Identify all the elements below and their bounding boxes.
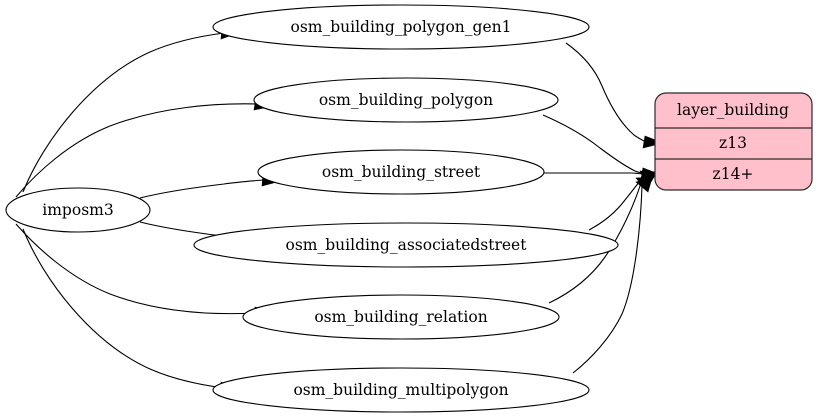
- node-osm-building-street[interactable]: osm_building_street: [257, 149, 545, 195]
- edge-imposm3-to-osm-building-polygon-gen1: [22, 26, 241, 193]
- node-imposm3[interactable]: imposm3: [5, 187, 151, 233]
- node-osm-building-polygon-gen1-label: osm_building_polygon_gen1: [291, 18, 512, 36]
- node-osm-building-polygon-gen1[interactable]: osm_building_polygon_gen1: [212, 4, 590, 50]
- node-imposm3-shape[interactable]: [5, 187, 151, 233]
- node-osm-building-multipolygon[interactable]: osm_building_multipolygon: [212, 367, 590, 413]
- node-osm-building-relation-shape[interactable]: [242, 294, 560, 340]
- node-osm-building-polygon-gen1-shape[interactable]: [212, 4, 590, 50]
- node-layer-building-box[interactable]: [654, 92, 813, 191]
- edge-imposm3-to-osm-building-multipolygon: [22, 228, 241, 396]
- node-osm-building-street-shape[interactable]: [257, 149, 545, 195]
- node-layer-building-row-z13[interactable]: z13: [719, 134, 747, 152]
- edge-osm-building-polygon-gen1-to-layer-building-z13: [565, 42, 664, 149]
- node-osm-building-associatedstreet[interactable]: osm_building_associatedstreet: [193, 222, 619, 268]
- node-osm-building-multipolygon-label: osm_building_multipolygon: [293, 381, 508, 399]
- node-osm-building-multipolygon-shape[interactable]: [212, 367, 590, 413]
- node-osm-building-relation[interactable]: osm_building_relation: [242, 294, 560, 340]
- edge-osm-building-multipolygon-to-layer-building-z14plus: [572, 177, 653, 374]
- node-osm-building-polygon-shape[interactable]: [253, 77, 559, 123]
- node-osm-building-polygon-label: osm_building_polygon: [319, 91, 493, 109]
- node-imposm3-label: imposm3: [42, 201, 113, 219]
- node-layer-building[interactable]: layer_building z13 z14+: [654, 92, 813, 191]
- node-osm-building-relation-label: osm_building_relation: [314, 308, 487, 326]
- node-osm-building-associatedstreet-label: osm_building_associatedstreet: [286, 236, 528, 254]
- edge-group-intermediates-to-layer: [542, 42, 664, 374]
- node-osm-building-polygon[interactable]: osm_building_polygon: [253, 77, 559, 123]
- node-layer-building-row-z14plus[interactable]: z14+: [713, 165, 754, 183]
- node-osm-building-street-label: osm_building_street: [322, 163, 481, 181]
- node-layer-building-title: layer_building: [677, 101, 789, 119]
- edge-imposm3-to-osm-building-street: [139, 173, 282, 199]
- node-osm-building-associatedstreet-shape[interactable]: [193, 222, 619, 268]
